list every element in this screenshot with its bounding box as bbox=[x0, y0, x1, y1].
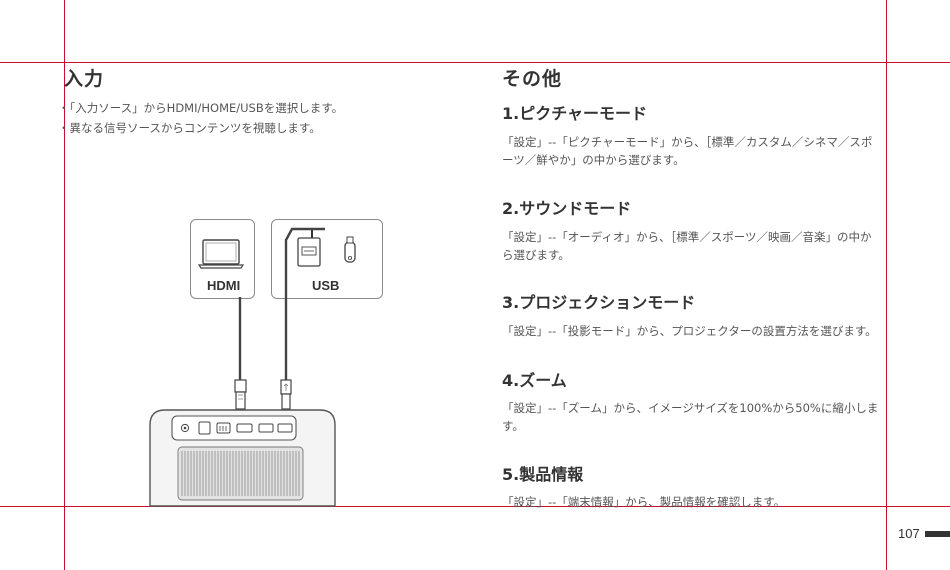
speaker-grille bbox=[181, 451, 300, 496]
laptop-icon bbox=[197, 239, 245, 269]
crop-line-left bbox=[64, 0, 65, 570]
section-1-title: 1.ピクチャーモード bbox=[502, 104, 648, 123]
crop-line-top bbox=[0, 62, 950, 63]
crop-line-right bbox=[886, 0, 887, 570]
section-4-text-2: す。 bbox=[502, 419, 524, 433]
section-1-text-1: 「設定」--「ピクチャーモード」から、［標準／カスタム／シネマ／スポ bbox=[502, 135, 873, 149]
section-2-text-1: 「設定」--「オーディオ」から、［標準／スポーツ／映画／音楽」の中か bbox=[502, 230, 872, 244]
usb-drive-icon bbox=[297, 228, 356, 267]
hdmi-cable bbox=[234, 297, 247, 410]
crop-line-bottom bbox=[0, 506, 950, 507]
section-5-title: 5.製品情報 bbox=[502, 465, 584, 484]
section-4-text-1: 「設定」--「ズーム」から、イメージサイズを100%から50%に縮小しま bbox=[502, 401, 879, 415]
other-heading: その他 bbox=[502, 68, 563, 90]
input-bullet-2: ・異なる信号ソースからコンテンツを視聴します。 bbox=[58, 121, 321, 135]
section-3-title: 3.プロジェクションモード bbox=[502, 293, 696, 312]
section-2-text-2: ら選びます。 bbox=[502, 248, 570, 262]
section-5-text-1: 「設定」--「端末情報」から、製品情報を確認します。 bbox=[502, 495, 786, 509]
projector-illustration bbox=[149, 409, 336, 507]
usb-label: USB bbox=[312, 278, 340, 293]
hdmi-label: HDMI bbox=[207, 278, 241, 293]
page-number: 107 bbox=[898, 526, 920, 541]
input-bullet-1: ・「入力ソース」からHDMI/HOME/USBを選択します。 bbox=[58, 101, 344, 115]
section-3-text-1: 「設定」--「投影モード」から、プロジェクターの設置方法を選びます。 bbox=[502, 324, 877, 338]
input-heading: 入力 bbox=[64, 68, 105, 90]
section-2-title: 2.サウンドモード bbox=[502, 199, 632, 218]
page-number-bar bbox=[925, 531, 950, 537]
hdmi-card: HDMI bbox=[190, 219, 255, 299]
section-1-text-2: ーツ／鮮やか」の中から選びます。 bbox=[502, 153, 685, 167]
section-4-title: 4.ズーム bbox=[502, 371, 567, 390]
usb-cable bbox=[280, 227, 325, 410]
